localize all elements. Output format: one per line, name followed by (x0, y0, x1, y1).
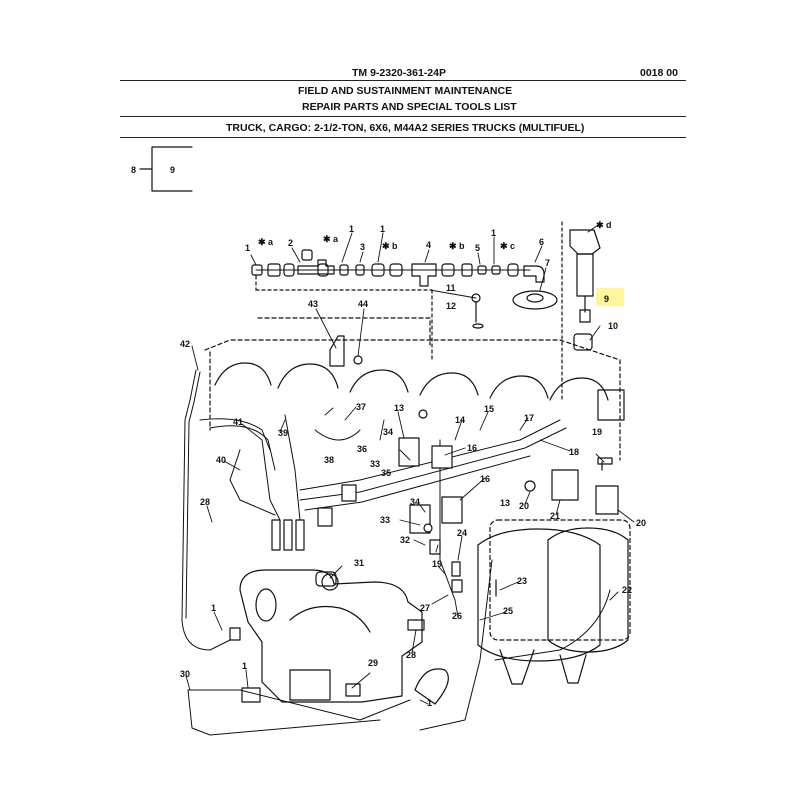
callout-4: 4 (426, 240, 431, 250)
callout-leader-lines (185, 224, 635, 705)
fuel-injection-tubes (181, 369, 611, 736)
callout-labels: 8 9 1 1 1 1 1 1 1 2 3 4 5 6 7 9 10 11 12… (131, 165, 646, 708)
callout-11: 11 (446, 283, 456, 293)
callout-1: 1 (491, 228, 496, 238)
top-fuel-line-assembly (251, 249, 545, 361)
callout-13: 13 (394, 403, 404, 413)
callout-26: 26 (452, 611, 462, 621)
locator-parent-label: 8 (131, 165, 136, 175)
callout-30: 30 (180, 669, 190, 679)
injection-pump (239, 569, 423, 703)
injector-nozzles (271, 519, 305, 551)
callout-20: 20 (636, 518, 646, 528)
callout-14: 14 (455, 415, 465, 425)
callout-15: 15 (484, 404, 494, 414)
callout-33: 33 (380, 515, 390, 525)
callout-1: 1 (427, 698, 432, 708)
header-title-line2: REPAIR PARTS AND SPECIAL TOOLS LIST (302, 101, 517, 113)
callout-35: 35 (381, 468, 391, 478)
callout-9: 9 (604, 294, 609, 304)
callout-12: 12 (446, 301, 456, 311)
misc-fittings (229, 335, 603, 705)
callout-40: 40 (216, 455, 226, 465)
callout-44: 44 (358, 299, 368, 309)
asterisk-note-c: ✱ c (500, 241, 515, 251)
callout-1: 1 (349, 224, 354, 234)
callout-16: 16 (480, 474, 490, 484)
callout-1: 1 (242, 661, 247, 671)
callout-3: 3 (360, 242, 365, 252)
asterisk-note-b: ✱ b (449, 241, 465, 251)
callout-13: 13 (500, 498, 510, 508)
callout-27: 27 (420, 603, 430, 613)
figure-locator-key (139, 146, 193, 192)
callout-5: 5 (475, 243, 480, 253)
callout-24: 24 (457, 528, 467, 538)
callout-29: 29 (368, 658, 378, 668)
header-rule-top (120, 80, 686, 81)
callout-39: 39 (278, 428, 288, 438)
callout-1: 1 (245, 243, 250, 253)
work-package-number: 0018 00 (640, 67, 678, 79)
callout-6: 6 (539, 237, 544, 247)
callout-2: 2 (288, 238, 293, 248)
callout-25: 25 (503, 606, 513, 616)
asterisk-note-b: ✱ b (382, 241, 398, 251)
cylinder-head-bumps (214, 362, 625, 421)
callout-28: 28 (406, 650, 416, 660)
callout-36: 36 (357, 444, 367, 454)
engine-block-outline (204, 317, 631, 641)
callout-18: 18 (569, 447, 579, 457)
highlight-item-9 (596, 288, 624, 306)
callout-33: 33 (370, 459, 380, 469)
asterisk-note-d: ✱ d (596, 220, 612, 230)
callout-1: 1 (211, 603, 216, 613)
callout-20: 20 (519, 501, 529, 511)
callout-37: 37 (356, 402, 366, 412)
header-rule-bottom (120, 137, 686, 138)
callout-7: 7 (545, 258, 550, 268)
line-clamps (317, 409, 619, 534)
doc-number: TM 9-2320-361-24P (352, 67, 446, 79)
asterisk-note-a: ✱ a (258, 237, 274, 247)
callout-1: 1 (380, 224, 385, 234)
callout-22: 22 (622, 585, 632, 595)
callout-17: 17 (524, 413, 534, 423)
callout-34: 34 (383, 427, 393, 437)
callout-41: 41 (233, 417, 243, 427)
callout-10: 10 (608, 321, 618, 331)
callout-19: 19 (592, 427, 602, 437)
header-title-line3: TRUCK, CARGO: 2-1/2-TON, 6X6, M44A2 SERI… (226, 122, 585, 134)
asterisk-note-a: ✱ a (323, 234, 339, 244)
callout-43: 43 (308, 299, 318, 309)
injector-flange-and-nozzle (471, 221, 601, 401)
callout-21: 21 (550, 511, 560, 521)
callout-34: 34 (410, 497, 420, 507)
callout-16: 16 (467, 443, 477, 453)
callout-38: 38 (324, 455, 334, 465)
callout-28: 28 (200, 497, 210, 507)
header-rule-middle (120, 116, 686, 117)
callout-31: 31 (354, 558, 364, 568)
locator-child-label: 9 (170, 165, 175, 175)
callout-19: 19 (432, 559, 442, 569)
header-title-line1: FIELD AND SUSTAINMENT MAINTENANCE (298, 85, 513, 97)
callout-42: 42 (180, 339, 190, 349)
callout-23: 23 (517, 576, 527, 586)
callout-32: 32 (400, 535, 410, 545)
fuel-filters (477, 527, 629, 685)
